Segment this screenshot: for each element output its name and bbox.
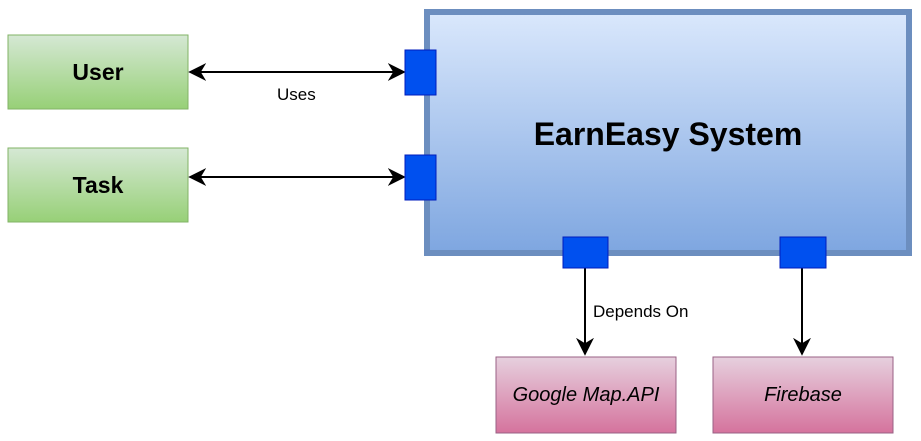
system-box <box>424 9 912 256</box>
user-box <box>7 34 189 110</box>
firebase-port <box>779 236 827 269</box>
depends-on-connector-label: Depends On <box>593 302 689 321</box>
system-label: EarnEasy System <box>533 115 803 152</box>
task-label: Task <box>72 171 124 198</box>
uses-connector-label: Uses <box>277 85 316 104</box>
firebase-box <box>712 356 894 434</box>
google-map-port <box>562 236 609 269</box>
task-box <box>7 147 189 223</box>
google-map-api-label: Google Map.API <box>512 383 660 406</box>
user-port <box>404 49 437 96</box>
firebase-label: Firebase <box>764 383 842 406</box>
google-map-api-box <box>495 356 677 434</box>
task-port <box>404 154 437 201</box>
user-label: User <box>72 58 124 85</box>
